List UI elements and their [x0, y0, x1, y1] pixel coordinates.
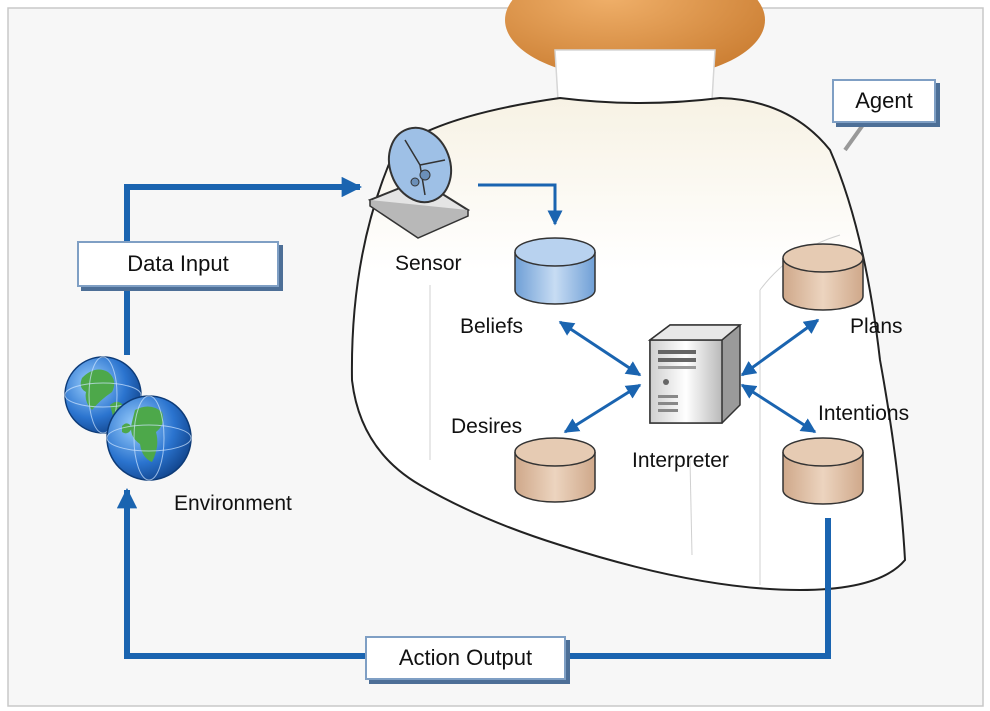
- data-input-arrow: [124, 176, 363, 355]
- agent-label: Agent: [855, 88, 913, 113]
- server-icon: [647, 324, 743, 424]
- intentions-database-icon: [782, 437, 864, 505]
- data-input-label: Data Input: [127, 251, 229, 276]
- action-output-box: Action Output: [365, 636, 566, 680]
- desires-interpreter-arrow: [563, 383, 642, 434]
- body-fold-line: [689, 459, 693, 556]
- environment-globes-icon: [64, 356, 192, 481]
- sensor-to-beliefs-arrow: [478, 183, 563, 226]
- plans-label: Plans: [850, 315, 903, 338]
- agent-neck: [554, 49, 716, 107]
- beliefs-label: Beliefs: [460, 315, 524, 338]
- desires-database-icon: [514, 437, 596, 503]
- plans-interpreter-arrow: [740, 318, 820, 377]
- beliefs-database-icon: [514, 237, 596, 305]
- beliefs-interpreter-arrow: [558, 320, 642, 377]
- plans-database-icon: [782, 243, 864, 311]
- interpreter-label: Interpreter: [632, 449, 729, 472]
- action-output-label: Action Output: [398, 645, 533, 670]
- environment-label: Environment: [174, 492, 292, 515]
- intentions-interpreter-arrow: [740, 383, 817, 434]
- agent-label-box: Agent: [832, 79, 936, 123]
- agent-callout-leader: [843, 120, 867, 152]
- data-input-box: Data Input: [77, 241, 279, 287]
- intentions-label: Intentions: [818, 402, 910, 425]
- sensor-icon: [367, 126, 471, 239]
- sensor-label: Sensor: [395, 252, 462, 275]
- desires-label: Desires: [451, 415, 523, 438]
